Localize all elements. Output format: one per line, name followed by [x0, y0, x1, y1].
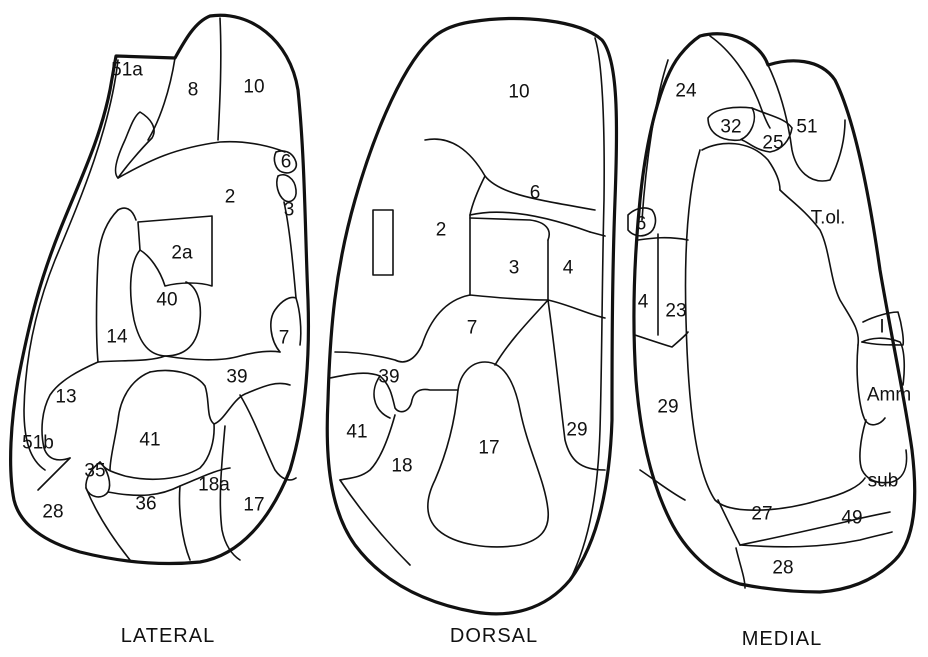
dorsal-outline	[327, 19, 616, 614]
dorsal-area-label: 10	[508, 82, 529, 103]
lateral-area-label: 17	[243, 495, 264, 516]
lateral-area-label: 40	[156, 290, 177, 311]
medial-area-label: 51	[796, 117, 817, 138]
medial-caption: MEDIAL	[742, 628, 822, 650]
medial-area-label: sub	[868, 471, 899, 492]
medial-area-label: T.ol.	[811, 208, 846, 229]
dorsal-labels: 10 6 2 3 4 7 39 41 18 17 29	[346, 82, 587, 477]
lateral-area-label: 2a	[171, 243, 193, 264]
dorsal-area-label: 41	[346, 422, 367, 443]
lateral-area-label: 41	[139, 430, 160, 451]
lateral-area-label: 51b	[22, 433, 54, 454]
lateral-view: 51a 8 10 6 3 2 2a 40 14 7 39 13 41 51b 3…	[11, 15, 309, 647]
dorsal-area-label: 3	[509, 258, 520, 279]
dorsal-borders	[330, 139, 605, 565]
dorsal-area-label: 39	[378, 367, 399, 388]
medial-area-label: 24	[675, 81, 697, 102]
lateral-area-label: 35	[84, 461, 105, 482]
lateral-area-label: 28	[42, 502, 63, 523]
medial-area-label: 27	[751, 504, 772, 525]
medial-view: 24 32 25 51 6 T.ol. 4 23 I Amm 29 sub 27…	[628, 34, 915, 650]
dorsal-caption: DORSAL	[450, 625, 538, 647]
lateral-area-label: 36	[135, 494, 156, 515]
lateral-area-label: 7	[279, 328, 290, 349]
medial-area-label: I	[879, 317, 884, 338]
medial-area-label: 32	[720, 117, 741, 138]
medial-labels: 24 32 25 51 6 T.ol. 4 23 I Amm 29 sub 27…	[636, 81, 911, 579]
dorsal-area-label: 6	[530, 183, 541, 204]
lateral-caption: LATERAL	[121, 625, 215, 647]
lateral-labels: 51a 8 10 6 3 2 2a 40 14 7 39 13 41 51b 3…	[22, 60, 294, 523]
lateral-area-label: 8	[188, 80, 199, 101]
dorsal-area-label: 17	[478, 438, 499, 459]
dorsal-view: 10 6 2 3 4 7 39 41 18 17 29 DORSAL	[327, 19, 616, 647]
dorsal-area-label: 2	[436, 220, 447, 241]
dorsal-area-label: 29	[566, 420, 587, 441]
lateral-area-label: 13	[55, 387, 76, 408]
medial-area-label: Amm	[867, 385, 911, 406]
lateral-area-label: 6	[281, 152, 292, 173]
medial-area-label: 49	[841, 508, 862, 529]
lateral-area-label: 14	[106, 327, 128, 348]
lateral-area-label: 18a	[198, 475, 230, 496]
lateral-area-label: 2	[225, 187, 236, 208]
lateral-front-edge	[24, 60, 118, 470]
medial-area-label: 29	[657, 397, 678, 418]
lateral-area-label: 51a	[111, 60, 143, 81]
medial-area-label: 28	[772, 558, 793, 579]
medial-area-label: 23	[665, 301, 686, 322]
medial-area-label: 4	[638, 292, 649, 313]
lateral-area-label: 39	[226, 367, 247, 388]
dorsal-area-label: 18	[391, 456, 412, 477]
dorsal-area-label: 4	[563, 258, 574, 279]
dorsal-area-label: 7	[467, 318, 478, 339]
medial-area-label: 25	[762, 133, 783, 154]
lateral-area-label: 3	[284, 200, 295, 221]
medial-area-label: 6	[636, 214, 647, 235]
lateral-area-label: 10	[243, 77, 264, 98]
